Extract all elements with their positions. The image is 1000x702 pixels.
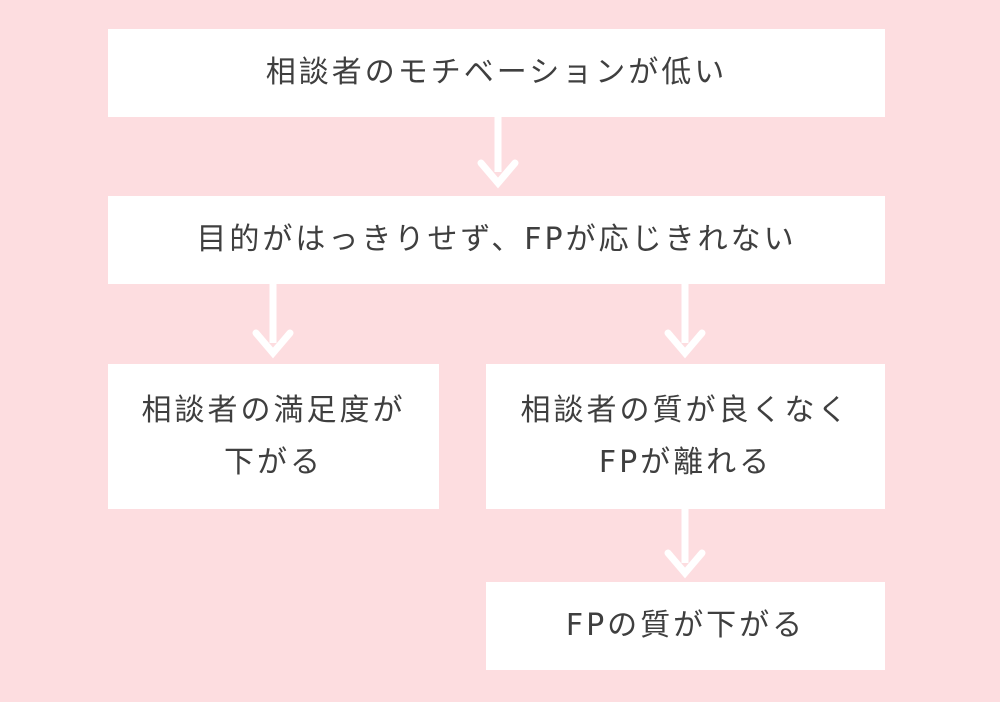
- node-unclear-purpose: 目的がはっきりせず、FPが応じきれない: [108, 196, 885, 284]
- arrow-top-to-second: [477, 117, 519, 189]
- node-fp-quality-drop-label: FPの質が下がる: [565, 608, 806, 643]
- node-unclear-purpose-label: 目的がはっきりせず、FPが応じきれない: [196, 222, 797, 257]
- node-satisfaction-drop: 相談者の満足度が 下がる: [108, 364, 439, 509]
- arrow-second-to-left: [252, 284, 294, 359]
- node-fp-leaves: 相談者の質が良くなく FPが離れる: [486, 364, 885, 509]
- node-satisfaction-drop-label: 相談者の満足度が 下がる: [141, 392, 406, 480]
- node-fp-leaves-label: 相談者の質が良くなく FPが離れる: [520, 392, 851, 480]
- node-low-motivation-label: 相談者のモチベーションが低い: [265, 55, 728, 90]
- arrow-second-to-right: [664, 284, 706, 359]
- node-fp-quality-drop: FPの質が下がる: [486, 582, 885, 670]
- arrow-right-to-bottom: [664, 509, 706, 579]
- node-low-motivation: 相談者のモチベーションが低い: [108, 29, 885, 117]
